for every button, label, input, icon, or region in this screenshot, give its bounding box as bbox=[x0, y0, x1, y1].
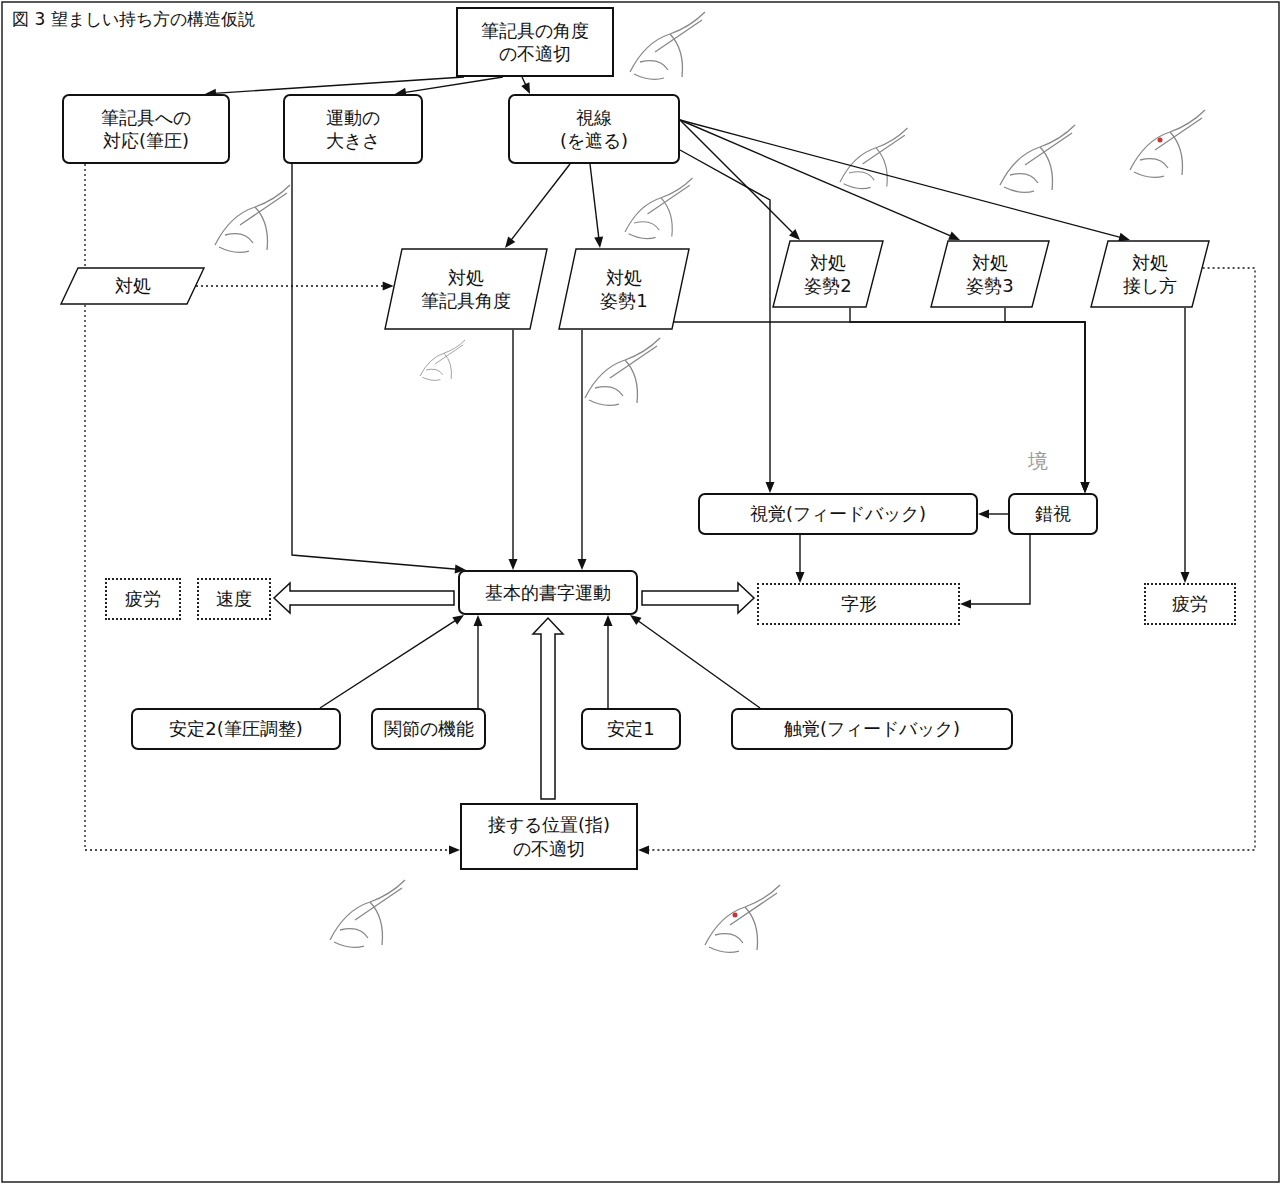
node-label: 対処 bbox=[115, 274, 151, 297]
connector bbox=[680, 120, 800, 240]
figure-title: 図 3 望ましい持ち方の構造仮説 bbox=[12, 8, 255, 31]
connector bbox=[505, 164, 570, 248]
hand-sketch bbox=[1000, 125, 1075, 192]
red-dot bbox=[733, 913, 738, 918]
connector bbox=[638, 268, 1255, 855]
process-box: 視覚(フィードバック) bbox=[698, 493, 978, 535]
hand-sketch bbox=[420, 340, 465, 380]
node-label: 錯視 bbox=[1035, 502, 1071, 525]
connector bbox=[604, 615, 613, 708]
connector bbox=[274, 583, 454, 613]
outcome-box: 字形 bbox=[757, 583, 960, 625]
node-label: 筆記具の角度 の不適切 bbox=[473, 19, 598, 66]
connector bbox=[292, 164, 466, 574]
connector bbox=[474, 615, 483, 708]
node-label: 安定2(筆圧調整) bbox=[169, 717, 303, 740]
node-label: 基本的書字運動 bbox=[485, 581, 611, 604]
hand-sketch bbox=[840, 128, 908, 189]
connector bbox=[1181, 308, 1190, 583]
parallelogram-outline bbox=[772, 240, 884, 308]
connector bbox=[1005, 308, 1090, 493]
node-label: 対処 姿勢2 bbox=[798, 251, 858, 298]
coping-parallelogram: 対処 接し方 bbox=[1090, 240, 1210, 308]
coping-parallelogram: 対処 bbox=[60, 267, 205, 305]
coping-parallelogram: 対処 筆記具角度 bbox=[384, 248, 548, 330]
coping-parallelogram: 対処 姿勢2 bbox=[772, 240, 884, 308]
node-label: 対処 姿勢3 bbox=[960, 251, 1020, 298]
outcome-box: 疲労 bbox=[105, 578, 181, 620]
sample-glyph: 境 bbox=[1028, 448, 1048, 475]
connector bbox=[521, 77, 530, 94]
connector bbox=[674, 322, 1090, 493]
factor-box: 筆記具への 対応(筆圧) bbox=[62, 94, 230, 164]
coping-parallelogram: 対処 姿勢3 bbox=[930, 240, 1050, 308]
connector bbox=[509, 330, 518, 570]
connector bbox=[578, 330, 587, 570]
hand-sketch bbox=[585, 338, 660, 405]
connector bbox=[680, 120, 960, 240]
process-box: 錯視 bbox=[1008, 493, 1098, 535]
connector bbox=[590, 164, 603, 248]
hand-sketch bbox=[625, 178, 693, 239]
parallelogram-outline bbox=[930, 240, 1050, 308]
connector bbox=[533, 618, 563, 799]
factor-box: 視線 (を遮る) bbox=[508, 94, 680, 164]
core-box: 基本的書字運動 bbox=[458, 570, 638, 615]
node-label: 速度 bbox=[216, 587, 252, 610]
connector bbox=[680, 120, 1130, 242]
node-label: 視線 (を遮る) bbox=[549, 106, 639, 153]
node-label: 運動の 大きさ bbox=[313, 106, 393, 153]
factor-box: 関節の機能 bbox=[371, 708, 486, 750]
connector bbox=[978, 510, 1008, 519]
connector bbox=[642, 583, 754, 613]
node-label: 対処 接し方 bbox=[1120, 251, 1180, 298]
outcome-box: 速度 bbox=[197, 578, 271, 620]
connector bbox=[320, 615, 464, 708]
hand-sketch bbox=[630, 12, 705, 79]
node-label: 視覚(フィードバック) bbox=[750, 502, 926, 525]
connector bbox=[960, 535, 1030, 609]
node-label: 筆記具への 対応(筆圧) bbox=[86, 106, 206, 153]
factor-box: 安定1 bbox=[581, 708, 681, 750]
node-label: 対処 姿勢1 bbox=[589, 266, 659, 313]
problem-box: 接する位置(指) の不適切 bbox=[460, 803, 638, 870]
factor-box: 安定2(筆圧調整) bbox=[131, 708, 341, 750]
connector bbox=[850, 308, 1090, 493]
hand-sketch bbox=[215, 185, 290, 252]
factor-box: 触覚(フィードバック) bbox=[731, 708, 1013, 750]
node-label: 疲労 bbox=[1172, 592, 1208, 615]
factor-box: 運動の 大きさ bbox=[283, 94, 423, 164]
connector bbox=[196, 282, 394, 291]
node-label: 触覚(フィードバック) bbox=[784, 717, 960, 740]
parallelogram-outline bbox=[558, 248, 690, 330]
connector bbox=[630, 615, 760, 708]
outcome-box: 疲労 bbox=[1144, 583, 1236, 625]
node-label: 安定1 bbox=[607, 717, 654, 740]
hand-sketch bbox=[705, 885, 780, 952]
coping-parallelogram: 対処 姿勢1 bbox=[558, 248, 690, 330]
red-dot bbox=[1158, 138, 1163, 143]
connector bbox=[796, 535, 805, 583]
node-label: 対処 筆記具角度 bbox=[416, 266, 516, 313]
node-label: 疲労 bbox=[125, 587, 161, 610]
problem-box: 筆記具の角度 の不適切 bbox=[456, 7, 614, 77]
connector bbox=[85, 305, 460, 855]
connector bbox=[85, 164, 86, 267]
hand-sketch bbox=[330, 880, 405, 947]
node-label: 字形 bbox=[841, 592, 877, 615]
parallelogram-outline bbox=[384, 248, 548, 330]
hand-sketch bbox=[1130, 110, 1205, 177]
parallelogram-outline bbox=[1090, 240, 1210, 308]
node-label: 関節の機能 bbox=[384, 717, 474, 740]
node-label: 接する位置(指) の不適切 bbox=[477, 813, 622, 860]
